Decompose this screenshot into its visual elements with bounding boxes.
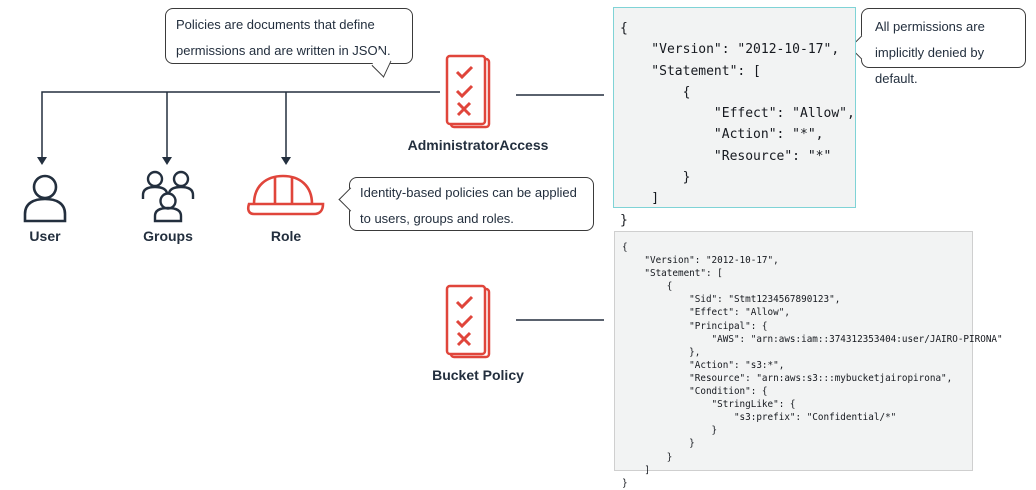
connector-lines [41,91,604,321]
callout-implicit-deny: All permissions are implicitly denied by… [861,8,1026,86]
label-administrator-access: AdministratorAccess [407,137,549,153]
role-hardhat-icon [246,174,325,216]
groups-icon [141,170,195,223]
label-bucket-policy: Bucket Policy [432,367,524,383]
bucket-policy-document-icon [445,284,491,359]
label-user: User [29,228,61,244]
admin-policy-json-code: { "Version": "2012-10-17", "Statement": … [613,7,856,228]
bucket-policy-json-code: { "Version": "2012-10-17", "Statement": … [614,231,1003,489]
user-icon [23,174,67,223]
callout-implicit-deny-text: All permissions are implicitly denied by… [875,19,985,86]
callout-identity-based: Identity-based policies can be applied t… [349,177,594,231]
arrowheads [37,157,291,165]
label-role: Role [270,228,302,244]
callout-policies-text: Policies are documents that define permi… [176,17,391,58]
callout-policies: Policies are documents that define permi… [165,8,413,64]
diagram-canvas [23,54,713,465]
callout-identity-based-text: Identity-based policies can be applied t… [360,185,577,226]
admin-policy-document-icon [445,54,491,129]
label-groups: Groups [143,228,193,244]
